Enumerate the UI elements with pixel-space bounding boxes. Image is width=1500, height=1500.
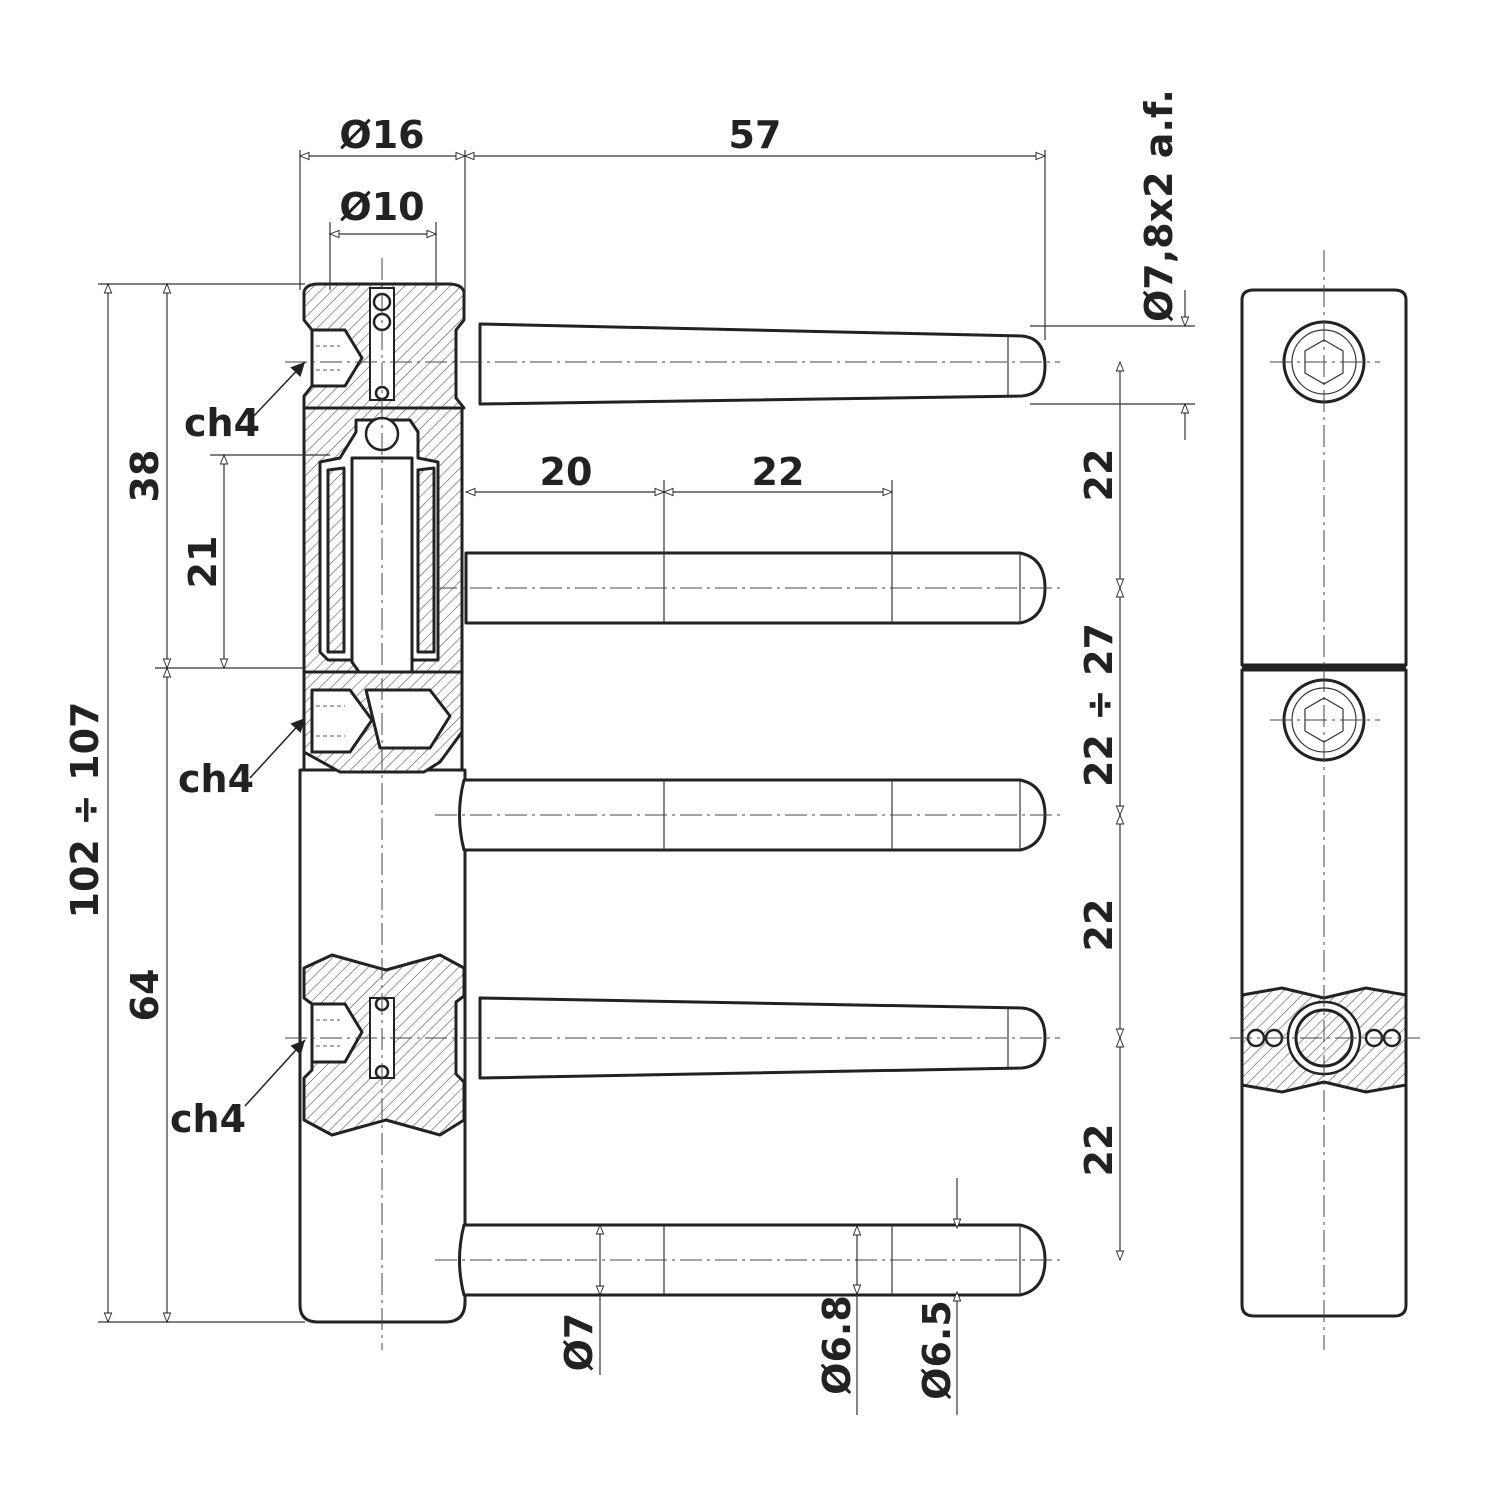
dim-len57: 57 [729,113,782,157]
label-ch4-mid: ch4 [178,757,254,801]
label-ch4-low: ch4 [170,1097,246,1141]
dimensions: Ø16 57 Ø10 Ø7,8x2 a.f. 102 ÷ 107 38 64 2… [63,89,1195,1415]
label-ch4-top: ch4 [184,401,260,445]
dim-dia16: Ø16 [339,113,424,157]
dim-dia78-af: Ø7,8x2 a.f. [1137,89,1181,322]
dim-dia68: Ø6.8 [815,1295,859,1395]
dim-spacing-22-27: 22 ÷ 27 [1077,623,1121,787]
ch4-callouts: ch4 ch4 ch4 [170,361,306,1141]
side-view [1230,250,1420,1350]
dim-w20: 20 [540,450,593,494]
pin-1 [478,322,1047,406]
front-view [285,258,1060,1350]
dim-spacing-22-c: 22 [1077,1124,1121,1177]
dim-spacing-22-b: 22 [1077,899,1121,952]
socket-top [310,328,364,388]
dim-dia10: Ø10 [339,185,424,229]
pin-4 [478,996,1047,1080]
dim-dia65: Ø6.5 [915,1300,959,1400]
dim-h102-107: 102 ÷ 107 [63,702,107,919]
socket-low [310,1002,364,1064]
dim-dia7: Ø7 [557,1313,601,1372]
dim-h21: 21 [181,536,225,589]
dim-spacing-22-a: 22 [1077,449,1121,502]
dim-h38: 38 [123,450,167,503]
dim-w22: 22 [752,450,805,494]
dim-h64: 64 [123,969,167,1022]
